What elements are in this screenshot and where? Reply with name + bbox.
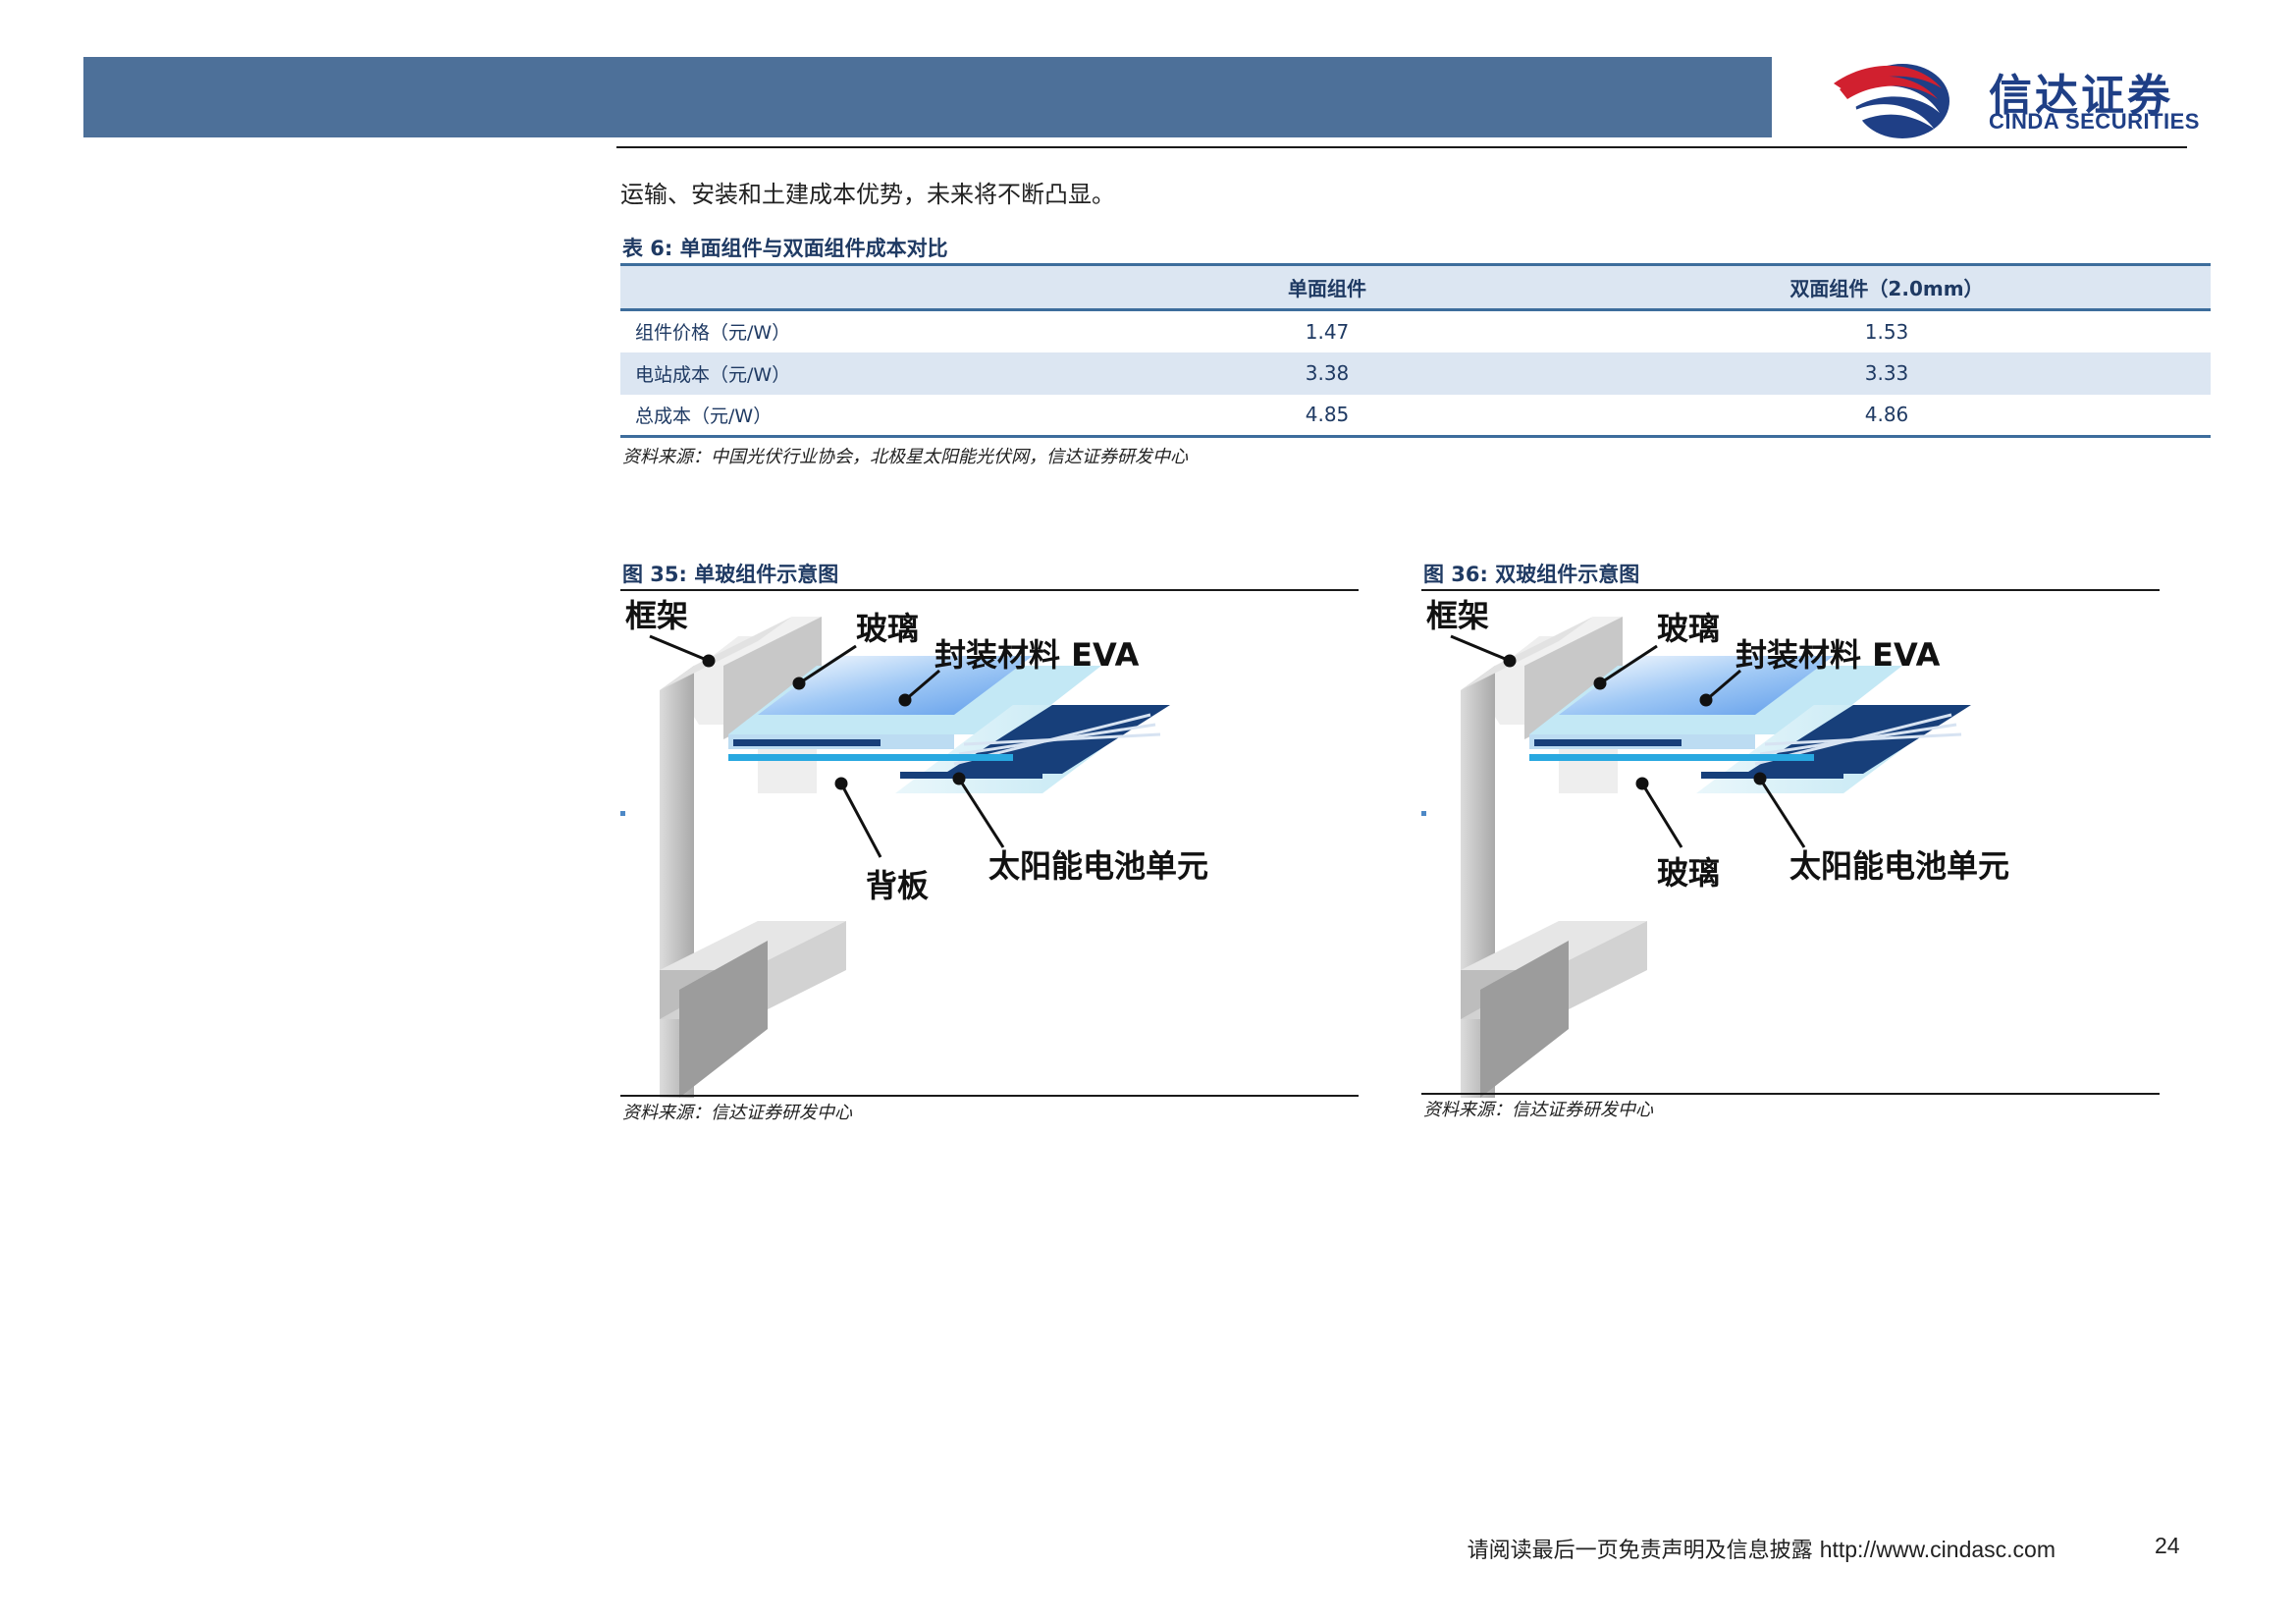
figure-35-source: 资料来源：信达证券研发中心 <box>622 1103 852 1123</box>
table-source: 资料来源：中国光伏行业协会，北极星太阳能光伏网，信达证券研发中心 <box>622 447 1188 467</box>
row-label: 总成本（元/W） <box>620 394 1092 438</box>
header-band <box>83 57 1772 137</box>
table-cell: 3.38 <box>1092 352 1563 395</box>
label-solar-cell: 太阳能电池单元 <box>988 847 1208 885</box>
figure-35-title: 图 35: 单玻组件示意图 <box>622 563 839 586</box>
figure-36-title: 图 36: 双玻组件示意图 <box>1423 563 1640 586</box>
table-header-cell: 单面组件 <box>1092 263 1563 311</box>
page-number: 24 <box>2155 1533 2180 1558</box>
figure-36-source: 资料来源：信达证券研发中心 <box>1423 1100 1653 1120</box>
logo-english-name: CINDA SECURITIES <box>1989 109 2200 134</box>
table-cell: 4.85 <box>1092 394 1563 438</box>
intro-paragraph: 运输、安装和土建成本优势，未来将不断凸显。 <box>620 181 1115 208</box>
figure-35-bottom-rule <box>620 1095 1359 1097</box>
table-cell: 1.47 <box>1305 319 1350 344</box>
label-glass: 玻璃 <box>1657 610 1720 647</box>
row-label: 电站成本（元/W） <box>620 352 1092 395</box>
label-eva: 封装材料 EVA <box>1735 636 1941 674</box>
row-label: 组件价格（元/W） <box>635 322 791 345</box>
label-backsheet: 背板 <box>866 867 929 904</box>
cost-comparison-table: 单面组件 双面组件（2.0mm） 组件价格（元/W） 1.47 1.53 电站成… <box>620 263 2211 438</box>
table-cell: 1.53 <box>1864 319 1909 344</box>
figure-35-top-rule <box>620 589 1359 591</box>
single-glass-module-diagram: 框架 玻璃 封装材料 EVA 太阳能电池单元 背板 <box>620 597 1357 1098</box>
footer-disclaimer: 请阅读最后一页免责声明及信息披露 <box>1467 1539 1813 1563</box>
label-eva: 封装材料 EVA <box>934 636 1140 674</box>
footer-url-link[interactable]: http://www.cindasc.com <box>1819 1537 2056 1562</box>
figure-36-top-rule <box>1421 589 2160 591</box>
logo-chinese-name: 信达证券 <box>1989 71 2173 121</box>
label-back-glass: 玻璃 <box>1657 854 1720 892</box>
table-header-row: 单面组件 双面组件（2.0mm） <box>620 263 2211 311</box>
table-title: 表 6: 单面组件与双面组件成本对比 <box>622 237 948 260</box>
cinda-logo-mark-icon <box>1834 64 1949 138</box>
label-frame: 框架 <box>1426 597 1489 634</box>
table-cell: 3.33 <box>1563 352 2211 395</box>
figure-36-bottom-rule <box>1421 1093 2160 1095</box>
table-header-cell <box>620 263 1092 311</box>
table-row: 组件价格（元/W） 1.47 1.53 <box>620 310 2211 352</box>
label-solar-cell: 太阳能电池单元 <box>1789 847 2009 885</box>
table-header-cell: 双面组件（2.0mm） <box>1563 263 2211 311</box>
label-frame: 框架 <box>625 597 688 634</box>
label-glass: 玻璃 <box>856 610 919 647</box>
table-cell: 4.86 <box>1563 394 2211 438</box>
footer: 请阅读最后一页免责声明及信息披露 http://www.cindasc.com <box>1468 1533 2056 1564</box>
company-logo: 信达证券 CINDA SECURITIES <box>1824 54 2226 142</box>
table-row: 总成本（元/W） 4.85 4.86 <box>620 394 2211 438</box>
header-divider <box>616 146 2187 148</box>
table-row: 电站成本（元/W） 3.38 3.33 <box>620 352 2211 395</box>
double-glass-module-diagram: 框架 玻璃 封装材料 EVA 太阳能电池单元 玻璃 <box>1421 597 2158 1098</box>
